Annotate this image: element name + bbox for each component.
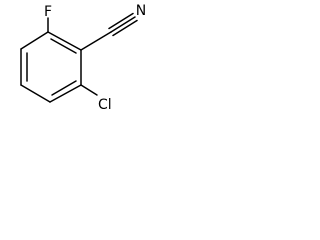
ring-to-nitrile-bond	[80, 31, 112, 51]
chlorine-label: Cl	[98, 97, 112, 113]
nitrogen-label: N	[136, 3, 146, 19]
triple-bond-line-1	[110, 16, 136, 33]
carbon-chlorine-bond	[80, 84, 98, 96]
fluorine-label: F	[44, 4, 52, 20]
ring-bond-top-left	[20, 31, 49, 50]
ring-bond-top-right	[47, 31, 82, 51]
ring-double-bond-top-right	[50, 38, 77, 54]
structure-diagram: F N Cl	[20, 3, 146, 113]
triple-bond-line-2	[108, 12, 134, 30]
ring-bond-bottom-left	[20, 84, 51, 103]
triple-bond-line-3	[112, 19, 138, 37]
nitrile-triple-bond	[108, 12, 138, 37]
benzene-ring	[20, 31, 82, 103]
ring-bond-bottom-right	[49, 84, 82, 103]
ring-double-bond-bottom-right	[51, 80, 77, 96]
